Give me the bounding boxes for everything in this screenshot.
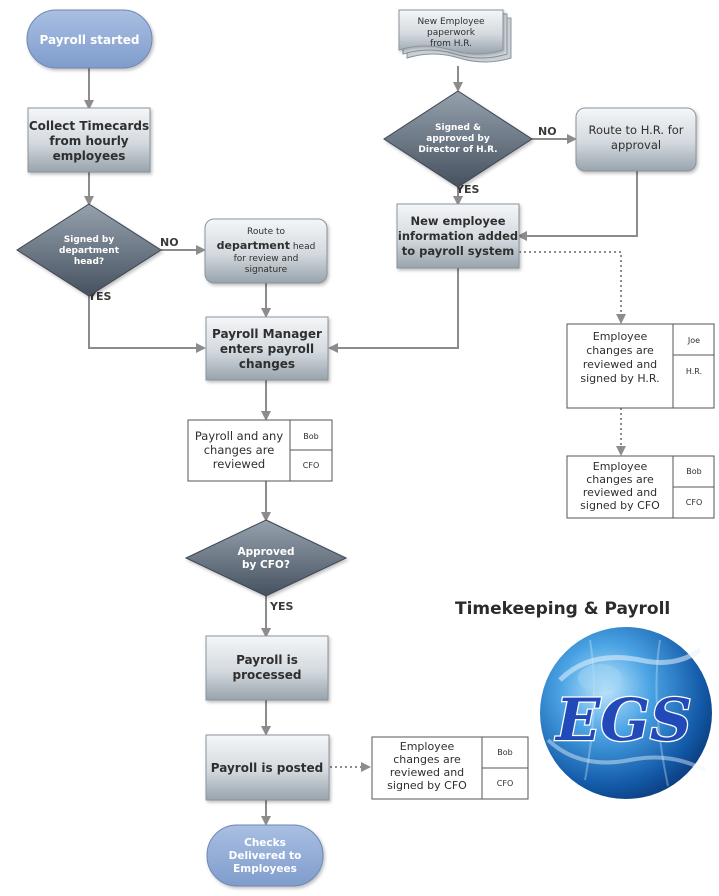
payroll-processed-line-2: processed (232, 668, 301, 682)
cfo-review-line-4: signed by CFO (580, 499, 660, 512)
paperwork-line-2: paperwork (427, 28, 476, 38)
cfo-approval-decision: Approved by CFO? (184, 519, 348, 597)
payroll-review-line-2: changes are (204, 443, 275, 457)
cfo-review-line-2: changes are (586, 473, 654, 486)
hr-review-line-4: signed by H.R. (580, 372, 659, 385)
egs-globe-logo: EGS (540, 627, 712, 799)
payroll-processed-box: Payroll is processed (205, 635, 329, 701)
payroll-review-line-1: Payroll and any (195, 429, 283, 443)
hr-decision-line-3: Director of H.R. (418, 145, 497, 155)
route-dept-line-2: department head (217, 239, 316, 252)
new-info-line-3: to payroll system (402, 244, 514, 258)
checks-delivered-line-2: Delivered to (229, 850, 302, 862)
hr-review-line-2: changes are (586, 344, 654, 357)
edge-info-to-hr-review (519, 251, 626, 324)
cfo-decision-line-1: Approved (237, 546, 294, 558)
payroll-processed-line-1: Payroll is (236, 653, 298, 667)
edge-route-hr-to-info (517, 171, 638, 241)
cfo-decision-line-2: by CFO? (242, 559, 290, 571)
checks-delivered-terminal: Checks Delivered to Employees (206, 824, 324, 887)
diagram-title: Timekeeping & Payroll (455, 599, 670, 619)
posted-review-role: CFO (497, 779, 513, 788)
label-hr-yes: YES (455, 183, 479, 196)
posted-review-line-2: changes are (393, 753, 461, 766)
dept-head-decision: Signed by department head? (16, 203, 162, 297)
label-cfo-yes: YES (269, 600, 293, 613)
collect-timecards-line-3: employees (53, 149, 126, 163)
route-hr-line-1: Route to H.R. for (588, 123, 683, 137)
hr-review-line-3: reviewed and (583, 358, 657, 371)
hr-decision-line-2: approved by (426, 134, 490, 144)
route-dept-line-4: signature (245, 265, 288, 275)
new-info-line-1: New employee (410, 214, 505, 228)
cfo-review-table: Employee changes are reviewed and signed… (566, 455, 715, 519)
posted-review-line-1: Employee (400, 740, 455, 753)
edge-info-to-manager (328, 268, 459, 353)
connectors (84, 66, 638, 826)
route-to-hr-box: Route to H.R. for approval (575, 107, 697, 172)
label-hr-no: NO (538, 125, 557, 138)
payroll-posted-box: Payroll is posted (205, 734, 330, 801)
paperwork-line-3: from H.R. (430, 39, 472, 49)
route-hr-line-2: approval (611, 138, 661, 152)
route-dept-line-1: Route to (247, 227, 286, 237)
posted-review-line-3: reviewed and (390, 766, 464, 779)
payroll-manager-box: Payroll Manager enters payroll changes (205, 316, 329, 381)
payroll-started-terminal: Payroll started (26, 9, 153, 69)
route-dept-line-2-bold: department (217, 239, 290, 252)
posted-review-line-4: signed by CFO (387, 779, 467, 792)
dotted-connectors (330, 251, 626, 772)
route-to-dept-head-box: Route to department head for review and … (204, 218, 328, 284)
hr-review-line-1: Employee (593, 330, 648, 343)
edge-dept-decision-yes (88, 296, 206, 353)
payroll-manager-line-1: Payroll Manager (212, 327, 322, 341)
hr-review-table: Employee changes are reviewed and signed… (566, 323, 715, 409)
payroll-review-table: Payroll and any changes are reviewed Bob… (187, 419, 333, 482)
new-info-line-2: information added (398, 229, 518, 243)
new-employee-info-box: New employee information added to payrol… (396, 203, 520, 269)
collect-timecards-line-2: from hourly (49, 134, 128, 148)
payroll-review-role: CFO (303, 461, 319, 470)
new-employee-paperwork-document: New Employee paperwork from H.R. (398, 9, 512, 63)
cfo-review-line-1: Employee (593, 460, 648, 473)
hr-review-role: H.R. (686, 367, 702, 376)
payroll-review-name: Bob (303, 432, 318, 441)
egs-logo-text: EGS (554, 686, 692, 754)
paperwork-line-1: New Employee (417, 17, 485, 27)
payroll-manager-line-3: changes (239, 357, 295, 371)
hr-director-decision: Signed & approved by Director of H.R. (383, 90, 533, 188)
collect-timecards-box: Collect Timecards from hourly employees (27, 107, 151, 173)
checks-delivered-line-3: Employees (233, 863, 297, 875)
payroll-started-label: Payroll started (40, 33, 140, 47)
cfo-review-name: Bob (686, 467, 701, 476)
hr-review-name: Joe (687, 336, 700, 345)
cfo-review-role: CFO (686, 498, 702, 507)
payroll-posted-label: Payroll is posted (211, 761, 323, 775)
dept-head-decision-line-3: head? (74, 257, 104, 267)
dept-head-decision-line-1: Signed by (64, 235, 115, 245)
route-dept-line-2-rest: head (290, 242, 315, 252)
collect-timecards-line-1: Collect Timecards (29, 119, 149, 133)
dept-head-decision-line-2: department (59, 246, 120, 256)
checks-delivered-line-1: Checks (244, 837, 286, 849)
payroll-manager-line-2: enters payroll (220, 342, 314, 356)
hr-decision-line-1: Signed & (435, 123, 481, 133)
label-dept-no: NO (160, 236, 179, 249)
posted-review-table: Employee changes are reviewed and signed… (371, 736, 529, 800)
payroll-review-line-3: reviewed (213, 457, 265, 471)
posted-review-name: Bob (497, 748, 512, 757)
cfo-review-line-3: reviewed and (583, 486, 657, 499)
route-dept-line-3: for review and (234, 254, 299, 264)
